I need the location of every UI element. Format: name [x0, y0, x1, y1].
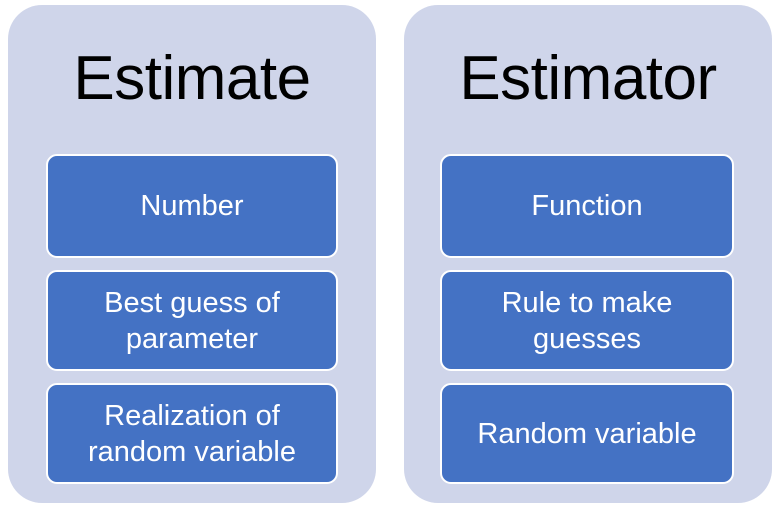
item-card-estimator-1: Function: [440, 154, 734, 258]
item-label-estimate-3: Realization of random variable: [88, 399, 296, 468]
item-card-estimator-3: Random variable: [440, 383, 734, 484]
column-title-estimate: Estimate: [73, 44, 311, 113]
column-panel-estimate: Estimate Number Best guess of parameter …: [8, 5, 376, 503]
item-label-estimate-1: Number: [140, 190, 244, 222]
item-card-estimate-1: Number: [46, 154, 338, 258]
column-panel-estimator: Estimator Function Rule to make guesses …: [404, 5, 772, 503]
item-label-estimator-3: Random variable: [477, 417, 697, 450]
item-card-estimator-2: Rule to make guesses: [440, 270, 734, 371]
item-label-estimator-2: Rule to make guesses: [501, 286, 673, 355]
item-label-estimator-1: Function: [531, 190, 643, 222]
item-card-estimate-3: Realization of random variable: [46, 383, 338, 484]
column-title-estimator: Estimator: [459, 44, 717, 113]
item-card-estimate-2: Best guess of parameter: [46, 270, 338, 371]
item-label-estimate-2: Best guess of parameter: [104, 286, 280, 355]
